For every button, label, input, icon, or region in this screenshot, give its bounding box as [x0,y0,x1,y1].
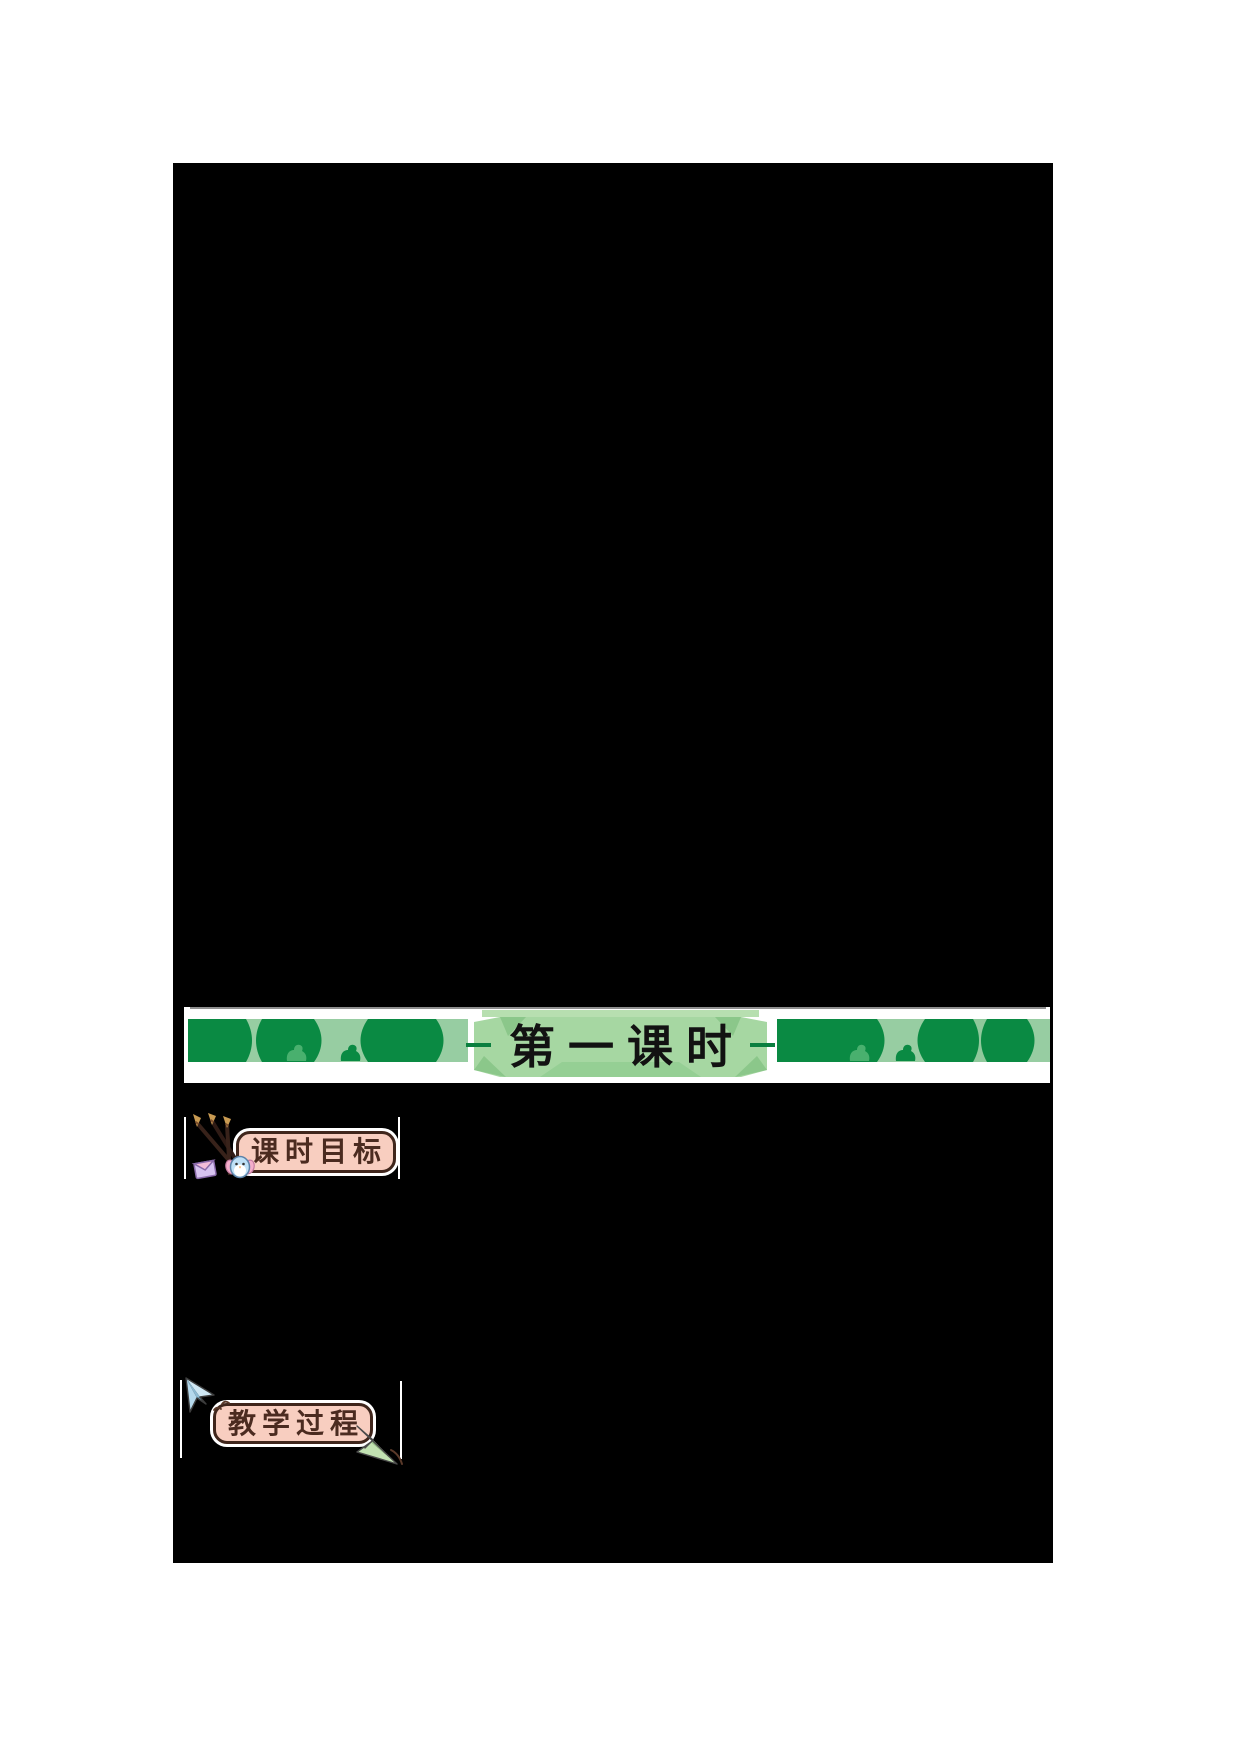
bamboo-band-right-icon [777,1019,1050,1062]
process-badge: 教学过程 [213,1403,373,1444]
content-area [173,163,1053,1563]
session-plaque: 第一课时 [474,1010,767,1077]
bird-silhouette-icon [286,1044,307,1061]
objectives-badge: 课时目标 [236,1131,396,1173]
banner-top-divider [190,1007,1046,1009]
envelope-icon [191,1159,217,1180]
process-image-right-edge [400,1381,402,1459]
process-image-left-edge [180,1380,182,1458]
bird-silhouette-icon [340,1044,361,1061]
banner-dash-left [466,1043,491,1047]
bamboo-band-left-icon [188,1019,468,1062]
process-badge-label: 教学过程 [227,1407,364,1439]
plaque-ribbon-icon [474,1010,767,1077]
objectives-badge-label: 课时目标 [250,1136,387,1167]
objectives-image-right-edge [398,1117,400,1179]
objectives-image-left-edge [184,1117,186,1179]
session-title: 第一课时 [509,1021,745,1073]
paper-plane-blue-icon [185,1377,215,1413]
plane-trail-line-icon [390,1449,403,1465]
bird-silhouette-icon [895,1044,916,1061]
plane-trail-dashes-icon [213,1400,230,1411]
bird-icon [225,1155,255,1179]
banner-dash-right [750,1043,775,1047]
paper-plane-green-icon [356,1425,398,1465]
bird-silhouette-icon [849,1044,870,1061]
